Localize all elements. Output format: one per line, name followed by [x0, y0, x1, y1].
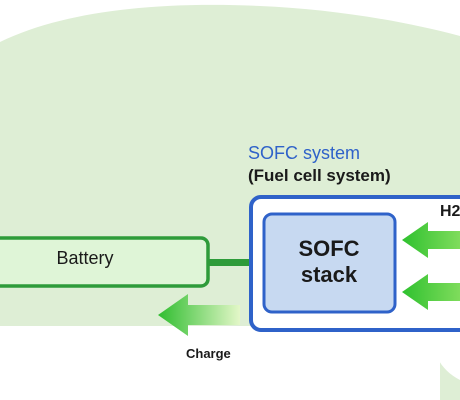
- sofc-stack-label-line2: stack: [300, 262, 358, 287]
- charge-arrow: [158, 294, 240, 336]
- h2-input-label: H2: [440, 203, 460, 220]
- sofc-stack-box: [262, 212, 397, 314]
- sofc-system-subtitle: (Fuel cell system): [248, 166, 391, 185]
- charge-label: Charge: [186, 346, 231, 361]
- sofc-stack-label-line1: SOFC: [298, 236, 360, 261]
- air-input-arrow: [402, 274, 460, 310]
- sofc-stack-label: SOFC stack: [268, 236, 390, 288]
- vehicle-wheel-arch: [430, 326, 460, 380]
- battery-label: Battery: [56, 248, 114, 268]
- h2-input-arrow: [402, 222, 460, 258]
- sofc-system-title: SOFC system: [248, 143, 361, 163]
- battery-stack-connector: [207, 259, 263, 266]
